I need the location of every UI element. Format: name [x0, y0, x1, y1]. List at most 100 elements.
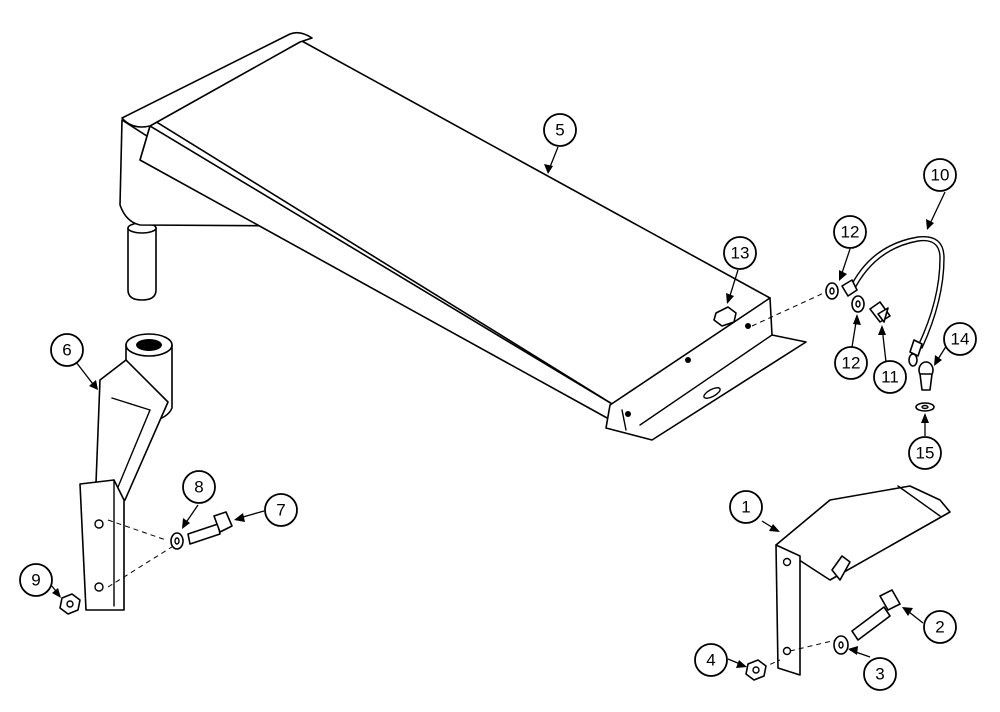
- callout-number: 11: [881, 368, 899, 387]
- bracket-hole: [94, 519, 104, 529]
- arrowhead: [853, 314, 861, 325]
- lanyard-cable: [852, 239, 941, 347]
- callout-circle: [863, 657, 897, 691]
- assembly-line: [107, 544, 176, 588]
- callout-circle: [834, 346, 868, 380]
- callout-1: 1: [729, 490, 763, 524]
- bolt-7-head: [213, 511, 233, 533]
- callout-number: 14: [951, 330, 970, 349]
- callout-6: 6: [50, 333, 84, 367]
- washer-3-hole: [838, 641, 844, 649]
- callout-number: 10: [931, 166, 950, 185]
- callout-15: 15: [908, 436, 942, 470]
- platform-rear-lip: [121, 31, 313, 128]
- bracket-part-1: [775, 485, 951, 676]
- bolt-2-shank: [851, 606, 891, 641]
- bracket-1-hole: [782, 557, 792, 567]
- end-hole: [685, 357, 691, 363]
- callout-4: 4: [694, 643, 728, 677]
- callout-11: 11: [873, 360, 907, 394]
- callout-number: 9: [31, 571, 40, 590]
- lanyard-ring: [841, 279, 858, 297]
- callout-circle: [543, 113, 577, 147]
- callout-number: 1: [741, 498, 750, 517]
- callout-number: 8: [194, 478, 203, 497]
- washer-8-hole: [174, 537, 180, 545]
- fasteners-right: [745, 589, 901, 681]
- callout-number: 5: [555, 121, 564, 140]
- leaders: [50, 146, 951, 668]
- callout-14: 14: [943, 322, 977, 356]
- bracket-hole: [94, 582, 104, 592]
- arrowhead: [769, 524, 780, 532]
- lanyard-crimp: [909, 339, 923, 357]
- arrowhead: [848, 646, 858, 655]
- callout-number: 12: [842, 354, 861, 373]
- bracket-1-top: [775, 485, 951, 581]
- arrowhead: [234, 513, 245, 522]
- callout-number: 13: [731, 244, 750, 263]
- arrowhead: [544, 164, 553, 174]
- callout-5: 5: [543, 113, 577, 147]
- nut-13: [713, 306, 737, 327]
- callout-circle: [833, 215, 867, 249]
- bracket-1-gusset: [831, 555, 851, 581]
- callout-12-upper: 12: [833, 215, 867, 249]
- arrowhead: [52, 588, 61, 598]
- arrowhead: [182, 518, 190, 529]
- bracket-tube-bore: [136, 339, 162, 351]
- arrowhead: [839, 270, 847, 281]
- callout-circle: [729, 490, 763, 524]
- callout-number: 6: [62, 341, 71, 360]
- callout-9: 9: [19, 563, 53, 597]
- platform-end-angle: [605, 297, 807, 441]
- bracket-1-hole: [782, 646, 792, 656]
- bracket-part-6: [79, 333, 173, 611]
- callout-circle: [873, 360, 907, 394]
- bolt-11-shank: [877, 307, 889, 323]
- platform-left-housing: [119, 119, 306, 227]
- callout-circle: [50, 333, 84, 367]
- edge-line: [139, 125, 151, 161]
- callout-circle: [908, 436, 942, 470]
- edge-line: [897, 485, 941, 517]
- washer-12-inner-hole: [855, 300, 861, 308]
- arrowhead: [878, 325, 886, 335]
- arrowhead: [934, 355, 942, 366]
- platform-post: [127, 227, 157, 301]
- fasteners-left: [59, 511, 233, 615]
- pin-14-shank: [919, 373, 933, 391]
- washer-12-outer-hole: [829, 287, 835, 295]
- callout-number: 7: [276, 501, 285, 520]
- callout-10: 10: [923, 158, 957, 192]
- end-hole: [745, 323, 751, 329]
- arrowhead: [89, 380, 98, 390]
- assembly-line: [789, 639, 837, 652]
- bracket-plate: [79, 479, 125, 611]
- arrowhead: [736, 660, 747, 668]
- callout-circle: [19, 563, 53, 597]
- lanyard-assembly: [751, 235, 945, 412]
- callout-2: 2: [923, 610, 957, 644]
- nut-9-hole: [66, 600, 74, 608]
- callout-13: 13: [723, 236, 757, 270]
- callout-number: 12: [841, 223, 860, 242]
- callout-3: 3: [863, 657, 897, 691]
- callout-circle: [182, 470, 216, 504]
- arrowhead: [921, 413, 929, 423]
- nut-4-hole: [752, 666, 760, 674]
- callout-circle: [694, 643, 728, 677]
- bolt-2-head: [879, 589, 901, 611]
- bracket-1-plate: [775, 544, 801, 676]
- callout-8: 8: [182, 470, 216, 504]
- assembly-line: [107, 519, 167, 541]
- callout-number: 4: [706, 651, 715, 670]
- callout-circle: [723, 236, 757, 270]
- arrowhead: [726, 293, 734, 304]
- washer-15-hole: [921, 404, 929, 410]
- platform-part-5: [119, 31, 807, 441]
- end-hole: [625, 411, 631, 417]
- callout-number: 2: [935, 618, 944, 637]
- bolt-7-shank: [187, 523, 221, 545]
